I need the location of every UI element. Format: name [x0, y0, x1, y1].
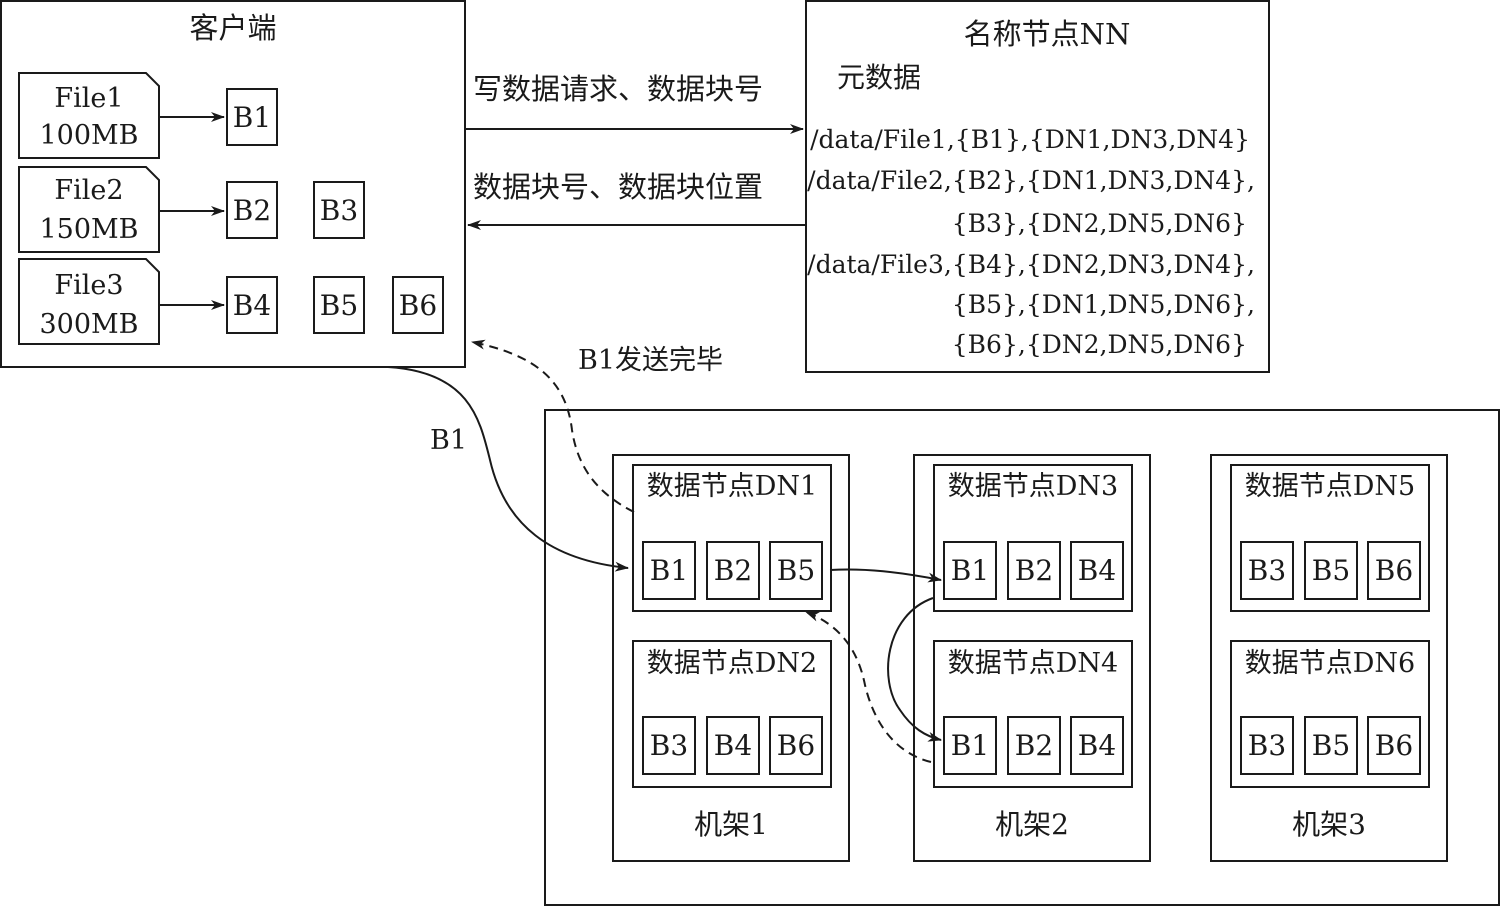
client-block-b6: B6 — [392, 276, 444, 334]
node-block: B5 — [1304, 716, 1358, 775]
node-block: B1 — [943, 541, 997, 600]
datanode-title: 数据节点DN6 — [1244, 648, 1416, 679]
client-block-b3: B3 — [313, 181, 365, 239]
file-icon — [18, 258, 160, 345]
node-block: B4 — [706, 716, 760, 775]
file-name: File3 — [54, 270, 124, 301]
node-block: B4 — [1070, 716, 1124, 775]
metadata-line: {B3},{DN2,DN5,DN6} — [951, 209, 1247, 238]
metadata-line: /data/File1,{B1},{DN1,DN3,DN4} — [810, 125, 1250, 154]
dn1-to-dn3-arrow — [829, 568, 942, 583]
node-block: B3 — [642, 716, 696, 775]
node-block: B1 — [943, 716, 997, 775]
client-block-b2: B2 — [226, 181, 278, 239]
file-size: 100MB — [39, 120, 139, 151]
metadata-line: /data/File2,{B2},{DN1,DN3,DN4}, — [807, 166, 1255, 195]
b1-done-arrow — [471, 339, 635, 513]
datanode-title: 数据节点DN2 — [646, 648, 818, 679]
node-block: B2 — [1007, 541, 1061, 600]
node-block: B3 — [1240, 716, 1294, 775]
node-block: B1 — [642, 541, 696, 600]
write-request-label: 写数据请求、数据块号 — [473, 72, 764, 106]
client-block-b4: B4 — [226, 276, 278, 334]
file-size: 150MB — [39, 214, 139, 245]
b1-send-arrow — [387, 366, 629, 572]
file-icon — [18, 166, 160, 253]
rack-label: 机架2 — [995, 808, 1069, 841]
node-block: B6 — [1367, 716, 1421, 775]
b1-send-label: B1 — [430, 425, 468, 456]
namenode-box: 名称节点NN 元数据 — [805, 0, 1270, 373]
client-block-b1: B1 — [226, 88, 278, 146]
node-block: B5 — [1304, 541, 1358, 600]
node-block: B2 — [1007, 716, 1061, 775]
metadata-line: {B6},{DN2,DN5,DN6} — [951, 330, 1247, 359]
metadata-line: /data/File3,{B4},{DN2,DN3,DN4}, — [807, 250, 1255, 279]
namenode-title: 名称节点NN — [963, 17, 1131, 51]
node-block: B3 — [1240, 541, 1294, 600]
client-title: 客户端 — [189, 11, 277, 45]
rack-label: 机架1 — [694, 808, 768, 841]
file-name: File1 — [54, 83, 124, 114]
response-label: 数据块号、数据块位置 — [473, 170, 764, 204]
datanode-title: 数据节点DN3 — [947, 471, 1119, 502]
node-block: B6 — [769, 716, 823, 775]
b1-done-label: B1发送完毕 — [578, 345, 724, 376]
rack-label: 机架3 — [1292, 808, 1366, 841]
node-block: B5 — [769, 541, 823, 600]
datanode-title: 数据节点DN1 — [646, 471, 818, 502]
file-icon — [18, 72, 160, 159]
file-item-file3: File3 300MB — [18, 258, 160, 345]
metadata-label: 元数据 — [837, 61, 922, 94]
dn3-to-dn4-arrow — [887, 597, 942, 742]
file-size: 300MB — [39, 309, 139, 340]
file-item-file2: File2 150MB — [18, 166, 160, 253]
dn4-ack-arrow — [805, 611, 932, 763]
datanode-title: 数据节点DN5 — [1244, 471, 1416, 502]
file-item-file1: File1 100MB — [18, 72, 160, 159]
client-block-b5: B5 — [313, 276, 365, 334]
node-block: B6 — [1367, 541, 1421, 600]
node-block: B4 — [1070, 541, 1124, 600]
metadata-line: {B5},{DN1,DN5,DN6}, — [951, 290, 1255, 319]
file-name: File2 — [54, 175, 124, 206]
node-block: B2 — [706, 541, 760, 600]
datanode-title: 数据节点DN4 — [947, 648, 1119, 679]
